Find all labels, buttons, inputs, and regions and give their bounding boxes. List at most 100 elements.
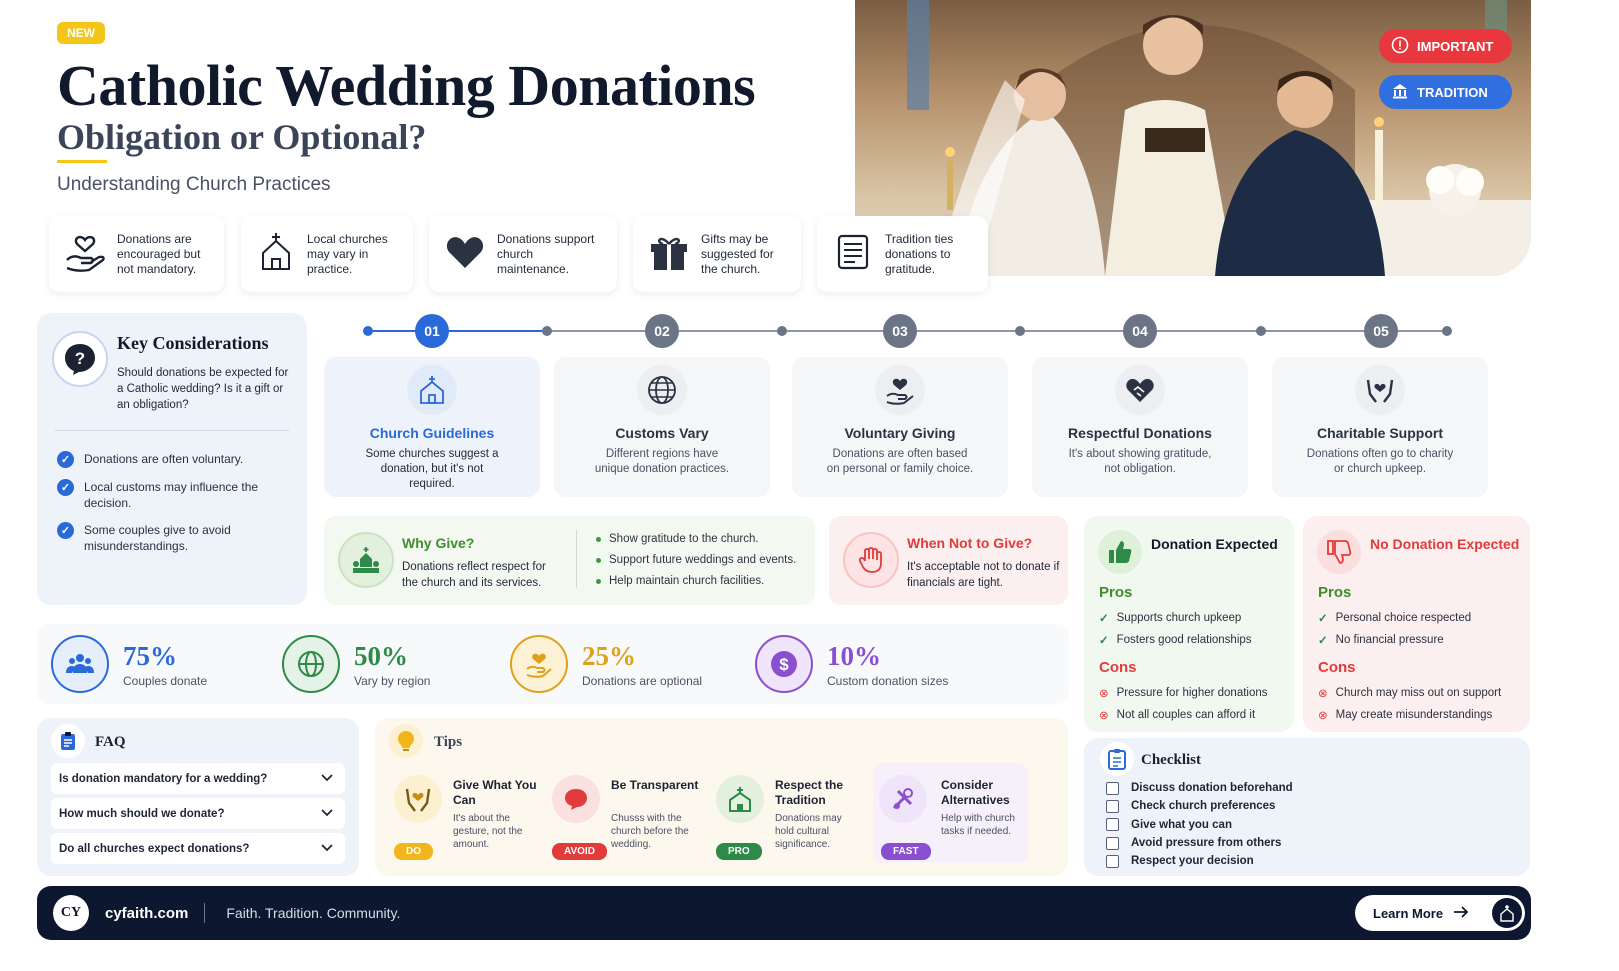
chevron-down-icon <box>321 808 333 820</box>
hands-heart-icon <box>1355 365 1405 415</box>
tip-description: Help with church tasks if needed. <box>941 813 1015 837</box>
why-give-bullet: Show gratitude to the church. <box>596 533 759 545</box>
title-underline <box>57 160 107 163</box>
cons-list: ⊗Pressure for higher donations ⊗Not all … <box>1099 686 1294 730</box>
key-considerations-panel: ? Key Considerations Should donations be… <box>37 313 307 605</box>
x-circle-icon: ⊗ <box>1099 688 1109 700</box>
question-icon: ? <box>52 331 108 387</box>
important-badge-label: IMPORTANT <box>1417 38 1494 54</box>
stop-hand-icon <box>843 532 899 588</box>
checklist-item[interactable]: Avoid pressure from others <box>1106 834 1293 852</box>
tip-title: Respect the Tradition <box>775 778 844 807</box>
checkbox[interactable] <box>1106 836 1119 850</box>
stat-value: 50% <box>354 640 408 671</box>
church-icon <box>407 365 457 415</box>
learn-more-button[interactable]: Learn More <box>1355 895 1525 931</box>
faq-item[interactable]: Is donation mandatory for a wedding? <box>51 763 345 794</box>
faq-title: FAQ <box>95 734 126 750</box>
tip-card: Be Transparent Chusss with the church be… <box>546 763 701 863</box>
pros-label: Pros <box>1099 584 1133 601</box>
step-number-4[interactable]: 04 <box>1123 314 1157 348</box>
no-donation-panel: No Donation Expected Pros ✓Personal choi… <box>1303 516 1530 732</box>
step-description: Some churches suggest a donation, but it… <box>365 448 499 490</box>
page-title: Catholic Wedding Donations <box>57 53 756 118</box>
x-circle-icon: ⊗ <box>1318 710 1328 722</box>
tip-title: Consider Alternatives <box>941 778 1010 807</box>
checklist-icon <box>1100 742 1134 776</box>
when-not-panel: When Not to Give? It's acceptable not to… <box>829 516 1068 605</box>
stat-value: 75% <box>123 640 177 671</box>
step-number-1[interactable]: 01 <box>415 314 449 348</box>
step-title: Charitable Support <box>1316 425 1443 441</box>
stat-label: Custom donation sizes <box>827 673 949 688</box>
step-number-5[interactable]: 05 <box>1364 314 1398 348</box>
stat-item: $ 10% Custom donation sizes <box>755 624 948 704</box>
checkbox[interactable] <box>1106 854 1119 868</box>
thumbs-up-icon <box>1098 530 1142 574</box>
why-give-bullet: Support future weddings and events. <box>596 554 796 566</box>
check-circle-icon: ✓ <box>57 451 74 468</box>
consideration-item: ✓ Donations are often voluntary. <box>57 451 287 468</box>
consideration-text: Donations are often voluntary. <box>84 452 244 466</box>
tip-tag: FAST <box>881 843 931 860</box>
faq-question: How much should we donate? <box>59 807 225 820</box>
tip-card: Consider Alternatives Help with church t… <box>873 763 1028 863</box>
step-title: Respectful Donations <box>1068 425 1212 441</box>
checkbox[interactable] <box>1106 818 1119 832</box>
step-card: Respectful Donations It's about showing … <box>1032 357 1248 497</box>
timeline-progress <box>368 330 548 332</box>
step-number-2[interactable]: 02 <box>645 314 679 348</box>
faq-item[interactable]: How much should we donate? <box>51 798 345 829</box>
stat-label: Couples donate <box>123 673 208 688</box>
checklist-item[interactable]: Give what you can <box>1106 816 1293 834</box>
con-item: ⊗Not all couples can afford it <box>1099 709 1256 722</box>
church-icon <box>716 775 764 823</box>
tip-tag: AVOID <box>552 843 607 860</box>
tip-title: Give What You Can <box>453 778 537 807</box>
scroll-icon <box>831 230 875 278</box>
svg-text:?: ? <box>75 349 85 368</box>
chevron-down-icon <box>321 843 333 855</box>
important-badge: IMPORTANT <box>1379 29 1512 63</box>
fact-text: Local churches may vary in practice. <box>307 231 388 276</box>
stat-label: Donations are optional <box>582 673 703 688</box>
hands-heart-icon <box>394 775 442 823</box>
tips-title: Tips <box>434 734 463 750</box>
footer-site[interactable]: cyfaith.com <box>105 904 189 922</box>
con-item: ⊗May create misunderstandings <box>1318 709 1493 722</box>
key-considerations-title: Key Considerations <box>117 333 269 353</box>
when-not-description: It's acceptable not to donate if financi… <box>907 561 1060 589</box>
why-give-title: Why Give? <box>402 535 475 551</box>
checklist-item[interactable]: Respect your decision <box>1106 852 1293 870</box>
globe-icon <box>637 365 687 415</box>
checklist-items: Discuss donation beforehand Check church… <box>1106 779 1293 870</box>
tip-tag: PRO <box>716 843 762 860</box>
checklist-item[interactable]: Discuss donation beforehand <box>1106 779 1293 797</box>
step-number-3[interactable]: 03 <box>883 314 917 348</box>
checklist-item[interactable]: Check church preferences <box>1106 797 1293 815</box>
church-people-icon <box>338 532 394 588</box>
step-card: Church Guidelines Some churches suggest … <box>324 357 540 497</box>
footer-bar: CY cyfaith.com Faith. Tradition. Communi… <box>37 886 1531 940</box>
fact-text: Donations are encouraged but not mandato… <box>117 231 201 276</box>
clipboard-icon <box>51 724 85 758</box>
thumbs-down-icon <box>1317 530 1361 574</box>
check-icon: ✓ <box>1099 635 1109 647</box>
pros-list: ✓Personal choice respected ✓No financial… <box>1318 611 1523 655</box>
pros-label: Pros <box>1318 584 1352 601</box>
tools-icon <box>879 775 927 823</box>
footer-slogan: Faith. Tradition. Community. <box>226 905 401 921</box>
stat-label: Vary by region <box>354 673 431 688</box>
arrow-right-icon <box>1453 905 1469 921</box>
wedding-scene-illustration <box>907 0 1531 276</box>
tradition-badge: TRADITION <box>1379 75 1512 109</box>
checkbox[interactable] <box>1106 799 1119 813</box>
globe-icon <box>282 635 340 693</box>
stat-value: 25% <box>582 640 636 671</box>
church-icon <box>255 231 297 277</box>
hand-heart-icon <box>510 635 568 693</box>
faq-item[interactable]: Do all churches expect donations? <box>51 833 345 864</box>
checkbox[interactable] <box>1106 781 1119 795</box>
checklist-panel: Checklist Discuss donation beforehand Ch… <box>1084 738 1530 876</box>
step-title: Customs Vary <box>615 425 709 441</box>
